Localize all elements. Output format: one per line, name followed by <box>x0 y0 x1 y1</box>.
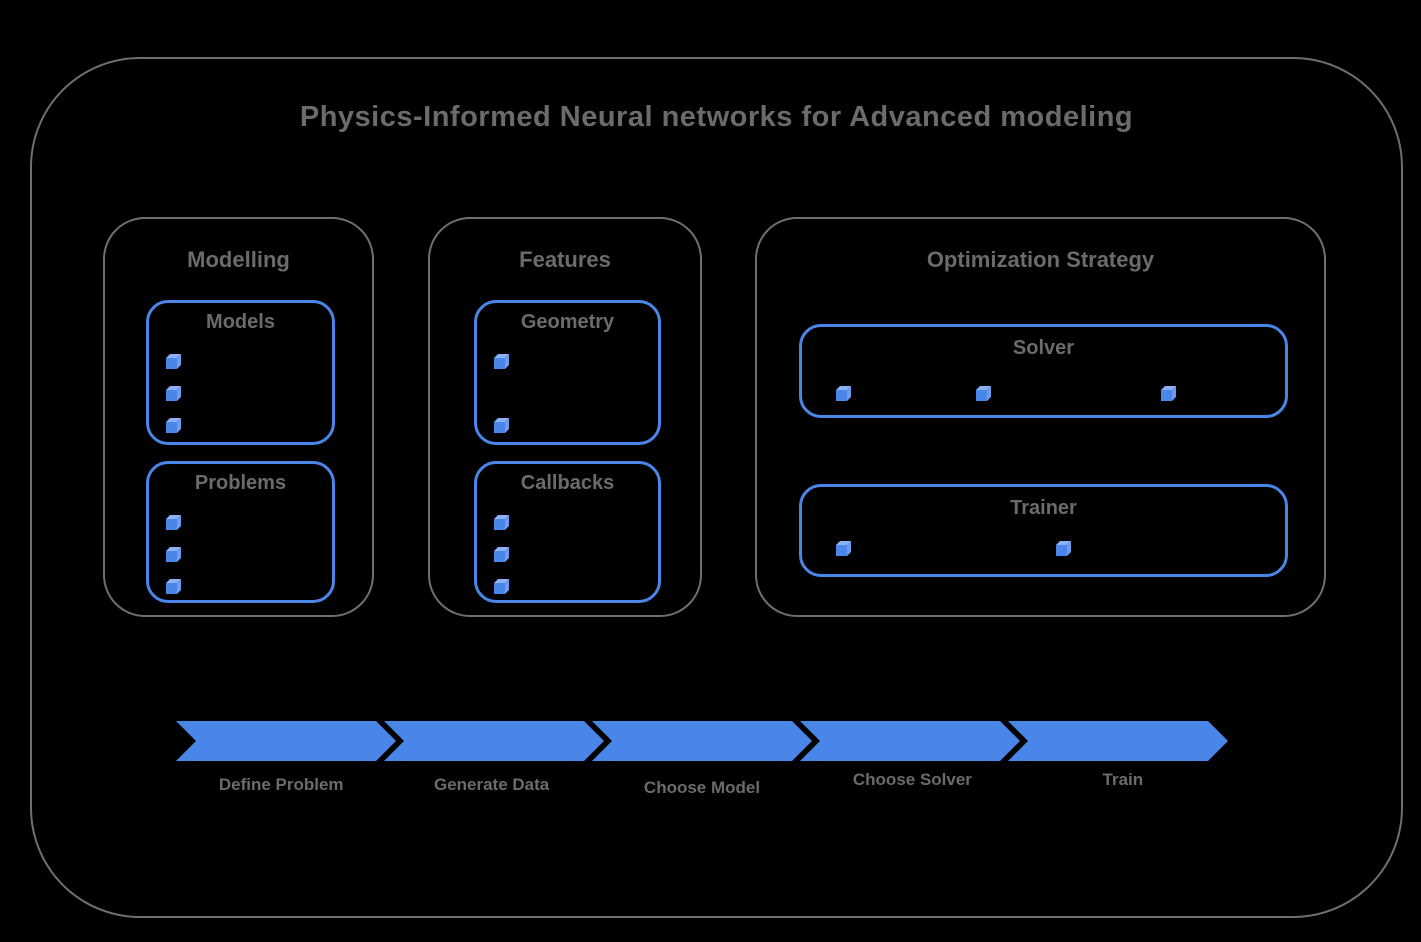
cube-bullet-icon <box>836 386 851 401</box>
outer-frame <box>30 57 1403 918</box>
pipeline-step-choose-model: Choose Model <box>643 778 761 797</box>
cube-bullet-icon <box>166 579 181 594</box>
bullet-list-callbacks <box>493 514 509 594</box>
box-solver: Solver <box>799 324 1288 418</box>
cube-bullet-icon <box>166 418 181 433</box>
diagram-title: Physics-Informed Neural networks for Adv… <box>299 101 1134 133</box>
pipeline-labels: Define Problem Generate Data Choose Mode… <box>176 770 1228 797</box>
box-geometry-label: Geometry <box>520 311 615 333</box>
box-models-label: Models <box>206 311 275 333</box>
box-trainer-label: Trainer <box>1010 497 1077 519</box>
box-problems-label: Problems <box>194 472 287 494</box>
cube-bullet-icon <box>166 515 181 530</box>
cube-bullet-icon <box>836 541 851 556</box>
bullet-list-solver <box>835 385 1176 401</box>
pipeline-step-define-problem: Define Problem <box>218 775 344 794</box>
cube-bullet-icon <box>494 579 509 594</box>
cube-bullet-icon <box>494 547 509 562</box>
bullet-list-problems <box>165 514 181 594</box>
box-callbacks-label: Callbacks <box>520 472 615 494</box>
box-callbacks: Callbacks <box>474 461 661 603</box>
box-solver-label: Solver <box>1012 337 1075 359</box>
bullet-list-trainer <box>835 540 1071 556</box>
pipeline-step-train: Train <box>1102 770 1144 789</box>
cube-bullet-icon <box>1056 541 1071 556</box>
group-features-label: Features <box>519 247 611 272</box>
group-optimization-strategy: Optimization Strategy Solver <box>755 217 1326 617</box>
group-optimization-label: Optimization Strategy <box>926 247 1155 272</box>
box-geometry: Geometry <box>474 300 661 445</box>
pipeline-step-generate-data: Generate Data <box>433 775 550 794</box>
cube-bullet-icon <box>494 418 509 433</box>
pipeline-chevron-arrow <box>176 721 1228 761</box>
bullet-list-models <box>165 353 181 433</box>
group-features: Features Geometry <box>428 217 702 617</box>
cube-bullet-icon <box>166 354 181 369</box>
cube-bullet-icon <box>166 547 181 562</box>
group-modelling: Modelling Models <box>103 217 374 617</box>
chevron-segment <box>1008 721 1228 761</box>
bullet-list-geometry <box>493 353 509 433</box>
chevron-segment <box>176 721 396 761</box>
cube-bullet-icon <box>494 354 509 369</box>
cube-bullet-icon <box>976 386 991 401</box>
box-problems: Problems <box>146 461 335 603</box>
box-trainer: Trainer <box>799 484 1288 577</box>
cube-bullet-icon <box>1161 386 1176 401</box>
box-models: Models <box>146 300 335 445</box>
pipeline-step-choose-solver: Choose Solver <box>852 770 972 789</box>
chevron-segment <box>800 721 1020 761</box>
chevron-segment <box>384 721 604 761</box>
cube-bullet-icon <box>166 386 181 401</box>
chevron-segment <box>592 721 812 761</box>
cube-bullet-icon <box>494 515 509 530</box>
group-modelling-label: Modelling <box>187 247 290 272</box>
